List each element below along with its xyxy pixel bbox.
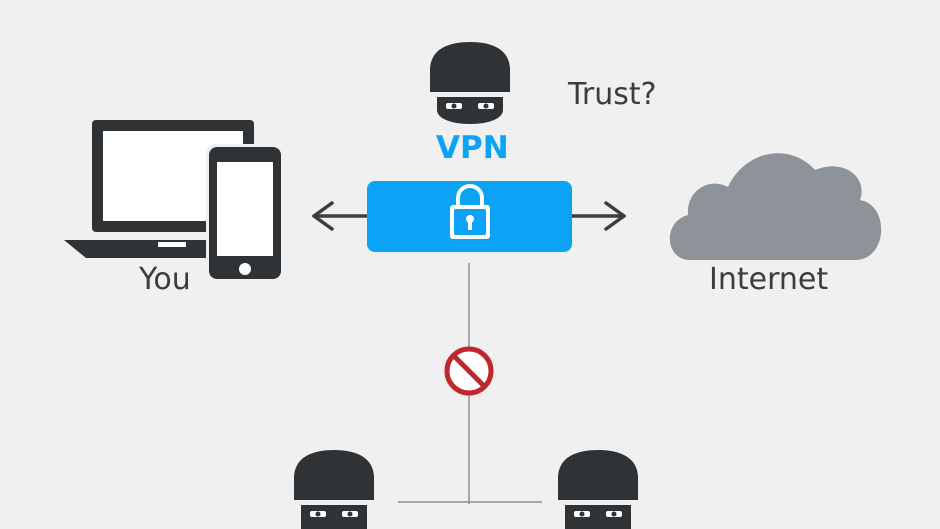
masked-person-icon <box>430 42 510 124</box>
label-you: You <box>139 262 191 297</box>
snooper-left-icon <box>294 450 374 529</box>
label-vpn: VPN <box>436 130 509 166</box>
prohibited-icon <box>444 346 494 396</box>
padlock-icon <box>450 184 490 239</box>
label-internet: Internet <box>709 262 829 297</box>
arrow-right-icon <box>570 201 626 231</box>
phone-icon <box>206 144 284 282</box>
snooper-right-icon <box>558 450 638 529</box>
label-trust: Trust? <box>568 77 657 112</box>
arrow-left-icon <box>312 201 368 231</box>
cloud-icon <box>669 153 882 260</box>
